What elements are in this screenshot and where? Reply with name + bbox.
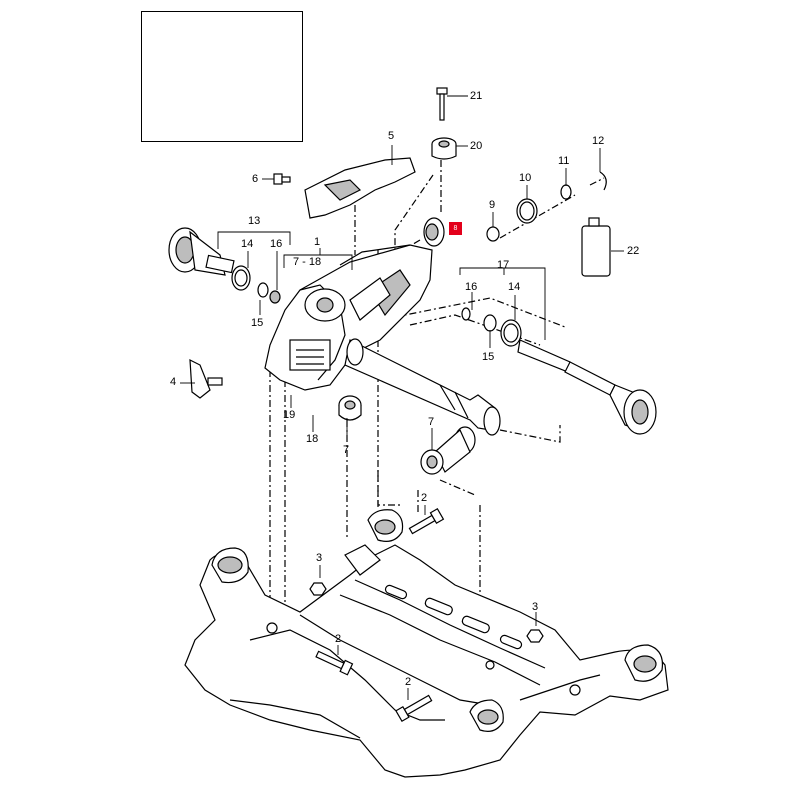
propshaft-tube bbox=[344, 338, 501, 436]
heat-shield bbox=[304, 157, 416, 219]
callout-1[interactable]: 1 bbox=[314, 236, 321, 248]
callout-14[interactable]: 14 bbox=[241, 238, 254, 250]
bolt-21 bbox=[436, 87, 448, 121]
callout-22[interactable]: 22 bbox=[627, 245, 640, 257]
leader-lines bbox=[180, 95, 624, 700]
callout-6[interactable]: 6 bbox=[252, 173, 259, 185]
fluid-bottle bbox=[581, 217, 611, 277]
callout-11[interactable]: 11 bbox=[558, 155, 570, 167]
callout-16[interactable]: 16 bbox=[465, 281, 478, 293]
callout-16[interactable]: 16 bbox=[270, 238, 283, 250]
callout-17[interactable]: 17 bbox=[497, 259, 510, 271]
rubber-mounts bbox=[338, 395, 476, 475]
highlighted-part-number: 8 bbox=[453, 225, 458, 232]
callout-3[interactable]: 3 bbox=[316, 552, 323, 564]
callout-19[interactable]: 19 bbox=[283, 409, 296, 421]
callout-14[interactable]: 14 bbox=[508, 281, 521, 293]
callout-2[interactable]: 2 bbox=[421, 492, 428, 504]
left-output-flange bbox=[168, 227, 281, 304]
bolt-6 bbox=[273, 173, 291, 185]
right-driveshaft bbox=[461, 307, 657, 435]
callout-1-range[interactable]: 7 - 18 bbox=[293, 256, 322, 268]
vehicle-locator-inset bbox=[141, 11, 303, 142]
highlighted-part-marker[interactable]: 8 bbox=[449, 222, 462, 235]
callout-15[interactable]: 15 bbox=[251, 317, 264, 329]
callout-10[interactable]: 10 bbox=[519, 172, 532, 184]
callout-3[interactable]: 3 bbox=[532, 601, 539, 613]
callout-18[interactable]: 18 bbox=[306, 433, 319, 445]
bushing-20 bbox=[431, 137, 457, 160]
clip-12 bbox=[599, 171, 607, 191]
subframe-bolts bbox=[309, 507, 544, 723]
mount-8 bbox=[423, 217, 445, 247]
callout-7[interactable]: 7 bbox=[343, 444, 350, 456]
callout-2[interactable]: 2 bbox=[335, 633, 342, 645]
callout-9[interactable]: 9 bbox=[489, 199, 496, 211]
callout-2[interactable]: 2 bbox=[405, 676, 412, 688]
callout-21[interactable]: 21 bbox=[470, 90, 483, 102]
transfer-case bbox=[264, 244, 433, 391]
callout-15[interactable]: 15 bbox=[482, 351, 495, 363]
seal-9 bbox=[486, 226, 500, 242]
callout-4[interactable]: 4 bbox=[170, 376, 177, 388]
ring-11 bbox=[560, 184, 572, 200]
front-subframe bbox=[184, 509, 669, 778]
sensor-4 bbox=[189, 358, 223, 399]
callout-13[interactable]: 13 bbox=[248, 215, 261, 227]
callout-12[interactable]: 12 bbox=[592, 135, 605, 147]
callout-20[interactable]: 20 bbox=[470, 140, 483, 152]
callout-5[interactable]: 5 bbox=[388, 130, 395, 142]
callout-7[interactable]: 7 bbox=[428, 416, 435, 428]
